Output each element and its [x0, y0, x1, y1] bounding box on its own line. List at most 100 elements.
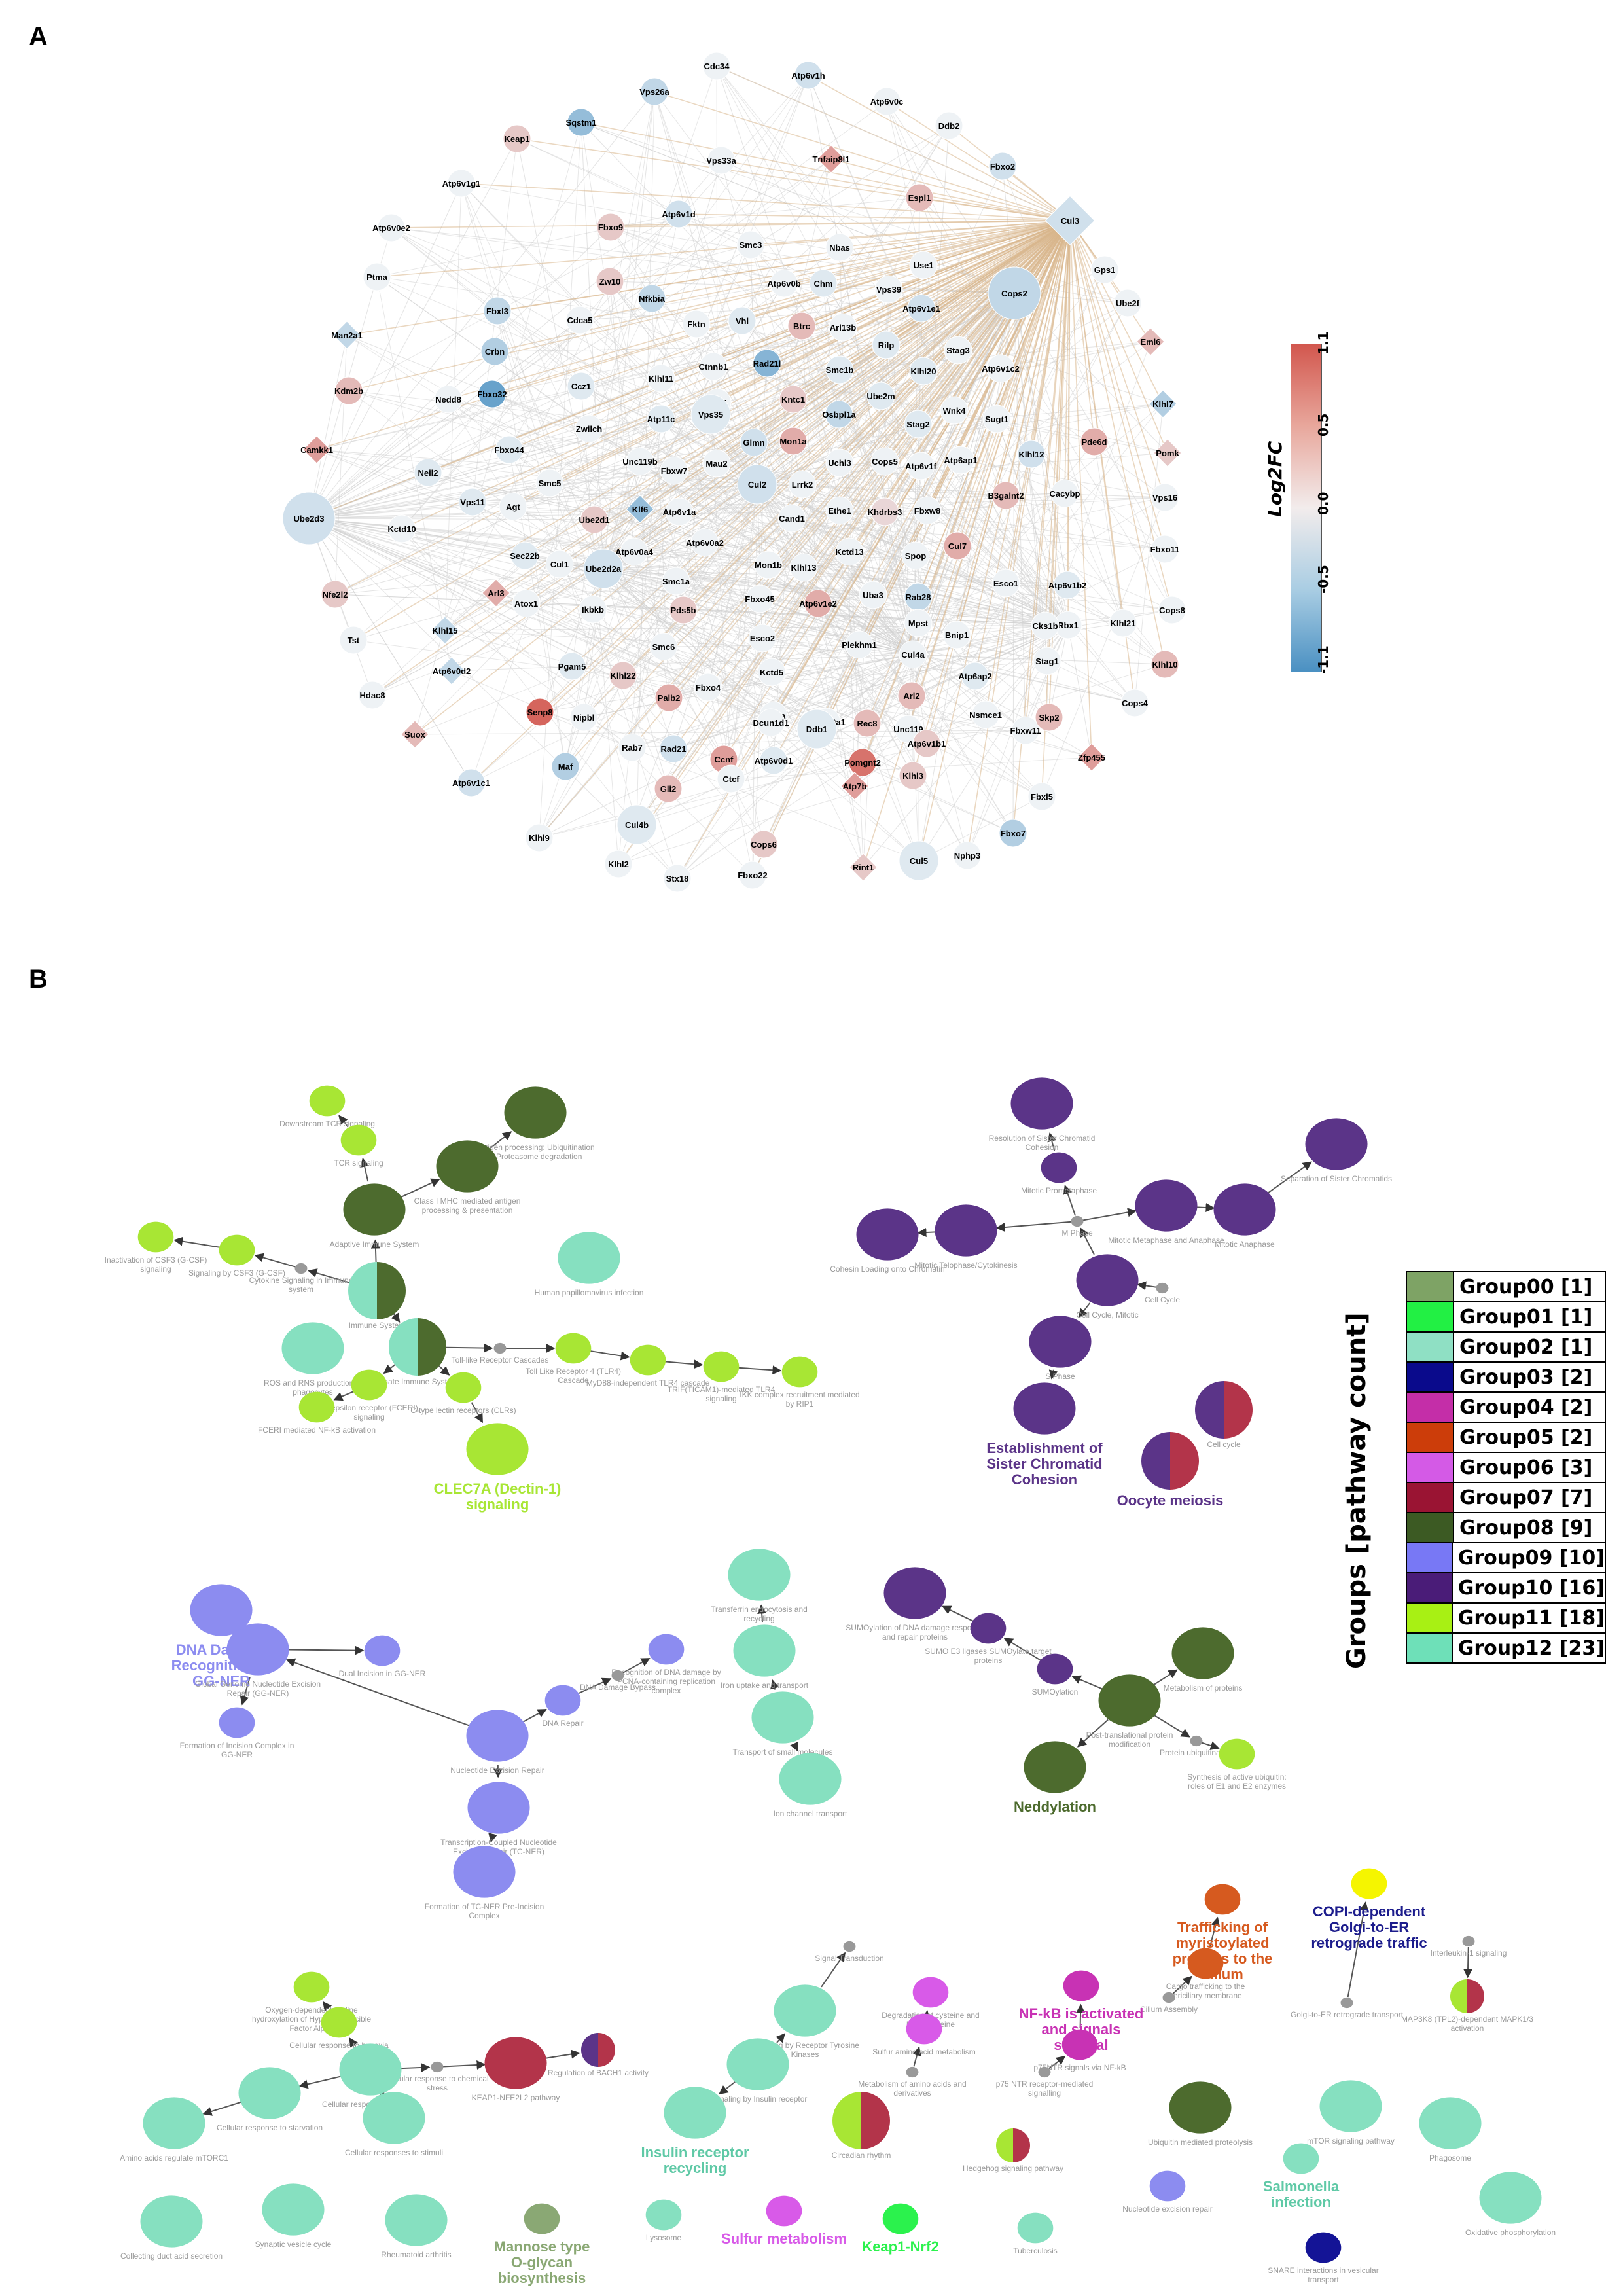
- gene-node-fbxl5[interactable]: Fbxl5: [1027, 782, 1056, 811]
- gene-node-klhl22[interactable]: Klhl22: [609, 661, 637, 690]
- gene-node-use1[interactable]: Use1: [909, 251, 938, 279]
- gene-node-nbas[interactable]: Nbas: [825, 233, 854, 262]
- gene-node-agt[interactable]: Agt: [499, 492, 527, 521]
- gene-node-zwilch[interactable]: Zwilch: [575, 414, 603, 443]
- gene-node-mpst[interactable]: Mpst: [904, 609, 933, 637]
- pathway-node-immune-system[interactable]: Immune System: [348, 1262, 406, 1330]
- pathway-node-synthesis-of-active-ubiquitin-roles-of-e[interactable]: Synthesis of active ubiquitin:roles of E…: [1187, 1738, 1287, 1791]
- gene-node-lrrk2[interactable]: Lrrk2: [788, 470, 817, 499]
- gene-node-zw10[interactable]: Zw10: [596, 267, 624, 296]
- pathway-node-s-phase[interactable]: S Phase: [1029, 1316, 1092, 1381]
- gene-node-klhl21[interactable]: Klhl21: [1109, 609, 1137, 637]
- pathway-node-sulfur-metabolism[interactable]: Sulfur metabolism: [721, 2195, 847, 2247]
- gene-node-ctnnb1[interactable]: Ctnnb1: [699, 352, 728, 381]
- gene-node-cul2[interactable]: Cul2: [737, 464, 777, 505]
- gene-node-atp7b[interactable]: Atp7b: [840, 772, 869, 800]
- gene-node-atp6v0e2[interactable]: Atp6v0e2: [372, 213, 410, 242]
- gene-node-fbxw11[interactable]: Fbxw11: [1010, 716, 1041, 745]
- gene-node-atp6ap2[interactable]: Atp6ap2: [958, 662, 992, 691]
- gene-node-ctcf[interactable]: Ctcf: [717, 764, 745, 793]
- gene-node-fbxw8[interactable]: Fbxw8: [913, 496, 942, 525]
- gene-node-nfe2l2[interactable]: Nfe2l2: [321, 580, 349, 609]
- gene-node-atp11c[interactable]: Atp11c: [647, 404, 675, 433]
- gene-node-klhl11[interactable]: Klhl11: [647, 364, 675, 393]
- gene-node-vps16[interactable]: Vps16: [1150, 483, 1179, 512]
- gene-node-fbxo4[interactable]: Fbxo4: [694, 673, 722, 702]
- gene-node-ube2d1[interactable]: Ube2d1: [579, 505, 610, 534]
- gene-node-fbxo45[interactable]: Fbxo45: [745, 584, 775, 613]
- gene-node-kctd13[interactable]: Kctd13: [835, 537, 864, 566]
- pathway-node-oocyte-meiosis[interactable]: Oocyte meiosis: [1117, 1432, 1224, 1509]
- pathway-node-lysosome[interactable]: Lysosome: [645, 2199, 682, 2242]
- pathway-node-metabolism-of-proteins[interactable]: Metabolism of proteins: [1164, 1627, 1243, 1693]
- gene-node-atp6v1b1[interactable]: Atp6v1b1: [908, 729, 946, 758]
- gene-node-fbxl3[interactable]: Fbxl3: [483, 296, 512, 325]
- gene-node-cul3[interactable]: Cul3: [1044, 195, 1096, 246]
- gene-node-arl3[interactable]: Arl3: [482, 579, 510, 607]
- gene-node-klf6[interactable]: Klf6: [626, 495, 654, 524]
- pathway-node-dual-incision-in-gg-ner[interactable]: Dual Incision in GG-NER: [339, 1635, 426, 1678]
- gene-node-cops5[interactable]: Cops5: [870, 447, 899, 476]
- gene-node-osbpl1a[interactable]: Osbpl1a: [822, 400, 856, 429]
- gene-node-smc1a[interactable]: Smc1a: [662, 567, 690, 596]
- gene-node-stag3[interactable]: Stag3: [944, 336, 972, 365]
- pathway-node-transport-of-small-molecules[interactable]: Transport of small molecules: [733, 1691, 833, 1757]
- pathway-node-c-type-lectin-receptors-clrs[interactable]: C-type lectin receptors (CLRs): [410, 1372, 516, 1415]
- pathway-node-toll-like-receptor-cascades[interactable]: Toll-like Receptor Cascades: [452, 1342, 549, 1365]
- gene-node-unc119b[interactable]: Unc119b: [622, 447, 658, 476]
- gene-node-stag2[interactable]: Stag2: [904, 410, 933, 439]
- gene-node-palb2[interactable]: Palb2: [654, 683, 683, 712]
- gene-node-rab28[interactable]: Rab28: [904, 583, 933, 611]
- gene-node-smc3[interactable]: Smc3: [736, 230, 765, 259]
- pathway-node-circadian-rhythm[interactable]: Circadian rhythm: [832, 2092, 891, 2160]
- gene-node-atp6v1d[interactable]: Atp6v1d: [662, 200, 696, 228]
- gene-node-smc5[interactable]: Smc5: [535, 469, 564, 497]
- pathway-node-toll-like-receptor-4-tlr4-cascade[interactable]: Toll Like Receptor 4 (TLR4)Cascade: [526, 1333, 621, 1385]
- gene-node-smc6[interactable]: Smc6: [649, 632, 678, 661]
- gene-node-pde6d[interactable]: Pde6d: [1080, 427, 1109, 456]
- gene-node-plekhm1[interactable]: Plekhm1: [842, 630, 877, 659]
- gene-node-chm[interactable]: Chm: [809, 269, 838, 298]
- pathway-node-separation-of-sister-chromatids[interactable]: Separation of Sister Chromatids: [1281, 1118, 1392, 1183]
- gene-node-atp6v0a2[interactable]: Atp6v0a2: [686, 528, 724, 557]
- gene-node-klhl7[interactable]: Klhl7: [1149, 389, 1177, 418]
- pathway-node-hedgehog-signaling-pathway[interactable]: Hedgehog signaling pathway: [963, 2128, 1063, 2173]
- gene-node-esco2[interactable]: Esco2: [748, 624, 777, 653]
- gene-node-mau2[interactable]: Mau2: [702, 449, 731, 478]
- gene-node-atp6v0d1[interactable]: Atp6v0d1: [755, 746, 793, 775]
- gene-node-uchl3[interactable]: Uchl3: [825, 448, 854, 477]
- pathway-node-amino-acids-regulate-mtorc1[interactable]: Amino acids regulate mTORC1: [120, 2097, 228, 2162]
- gene-node-crbn[interactable]: Crbn: [480, 337, 509, 366]
- pathway-node-adaptive-immune-system[interactable]: Adaptive Immune System: [330, 1183, 419, 1249]
- gene-node-b3galnt2[interactable]: B3galnt2: [988, 481, 1024, 510]
- gene-node-btrc[interactable]: Btrc: [787, 312, 816, 340]
- pathway-node-phagosome[interactable]: Phagosome: [1419, 2097, 1482, 2162]
- gene-node-atp6v1f[interactable]: Atp6v1f: [905, 452, 937, 480]
- gene-node-vps33a[interactable]: Vps33a: [706, 146, 737, 175]
- pathway-node-golgi-to-er-retrograde-transport[interactable]: Golgi-to-ER retrograde transport: [1291, 1997, 1404, 2019]
- gene-node-mon1a[interactable]: Mon1a: [779, 427, 808, 456]
- pathway-node-fc-epsilon-receptor-fceri-signaling[interactable]: Fc epsilon receptor (FCERI)signaling: [320, 1369, 418, 1422]
- pathway-node-clec7a-dectin-1-signaling[interactable]: CLEC7A (Dectin-1)signaling: [434, 1423, 562, 1513]
- pathway-node-mitotic-prometaphase[interactable]: Mitotic Prometaphase: [1021, 1152, 1097, 1195]
- gene-node-pgam5[interactable]: Pgam5: [558, 652, 586, 681]
- gene-node-rilp[interactable]: Rilp: [872, 331, 901, 359]
- gene-node-fktn[interactable]: Fktn: [682, 310, 711, 338]
- gene-node-atp6v0c[interactable]: Atp6v0c: [870, 87, 904, 116]
- gene-node-vps35[interactable]: Vps35: [690, 394, 731, 435]
- pathway-node-cellular-responses-to-stimuli[interactable]: Cellular responses to stimuli: [345, 2092, 443, 2157]
- gene-node-pomgnt2[interactable]: Pomgnt2: [844, 748, 881, 777]
- gene-node-rab7[interactable]: Rab7: [618, 733, 647, 762]
- gene-node-ube2m[interactable]: Ube2m: [866, 382, 895, 410]
- pathway-node-m-phase[interactable]: M Phase: [1061, 1215, 1093, 1238]
